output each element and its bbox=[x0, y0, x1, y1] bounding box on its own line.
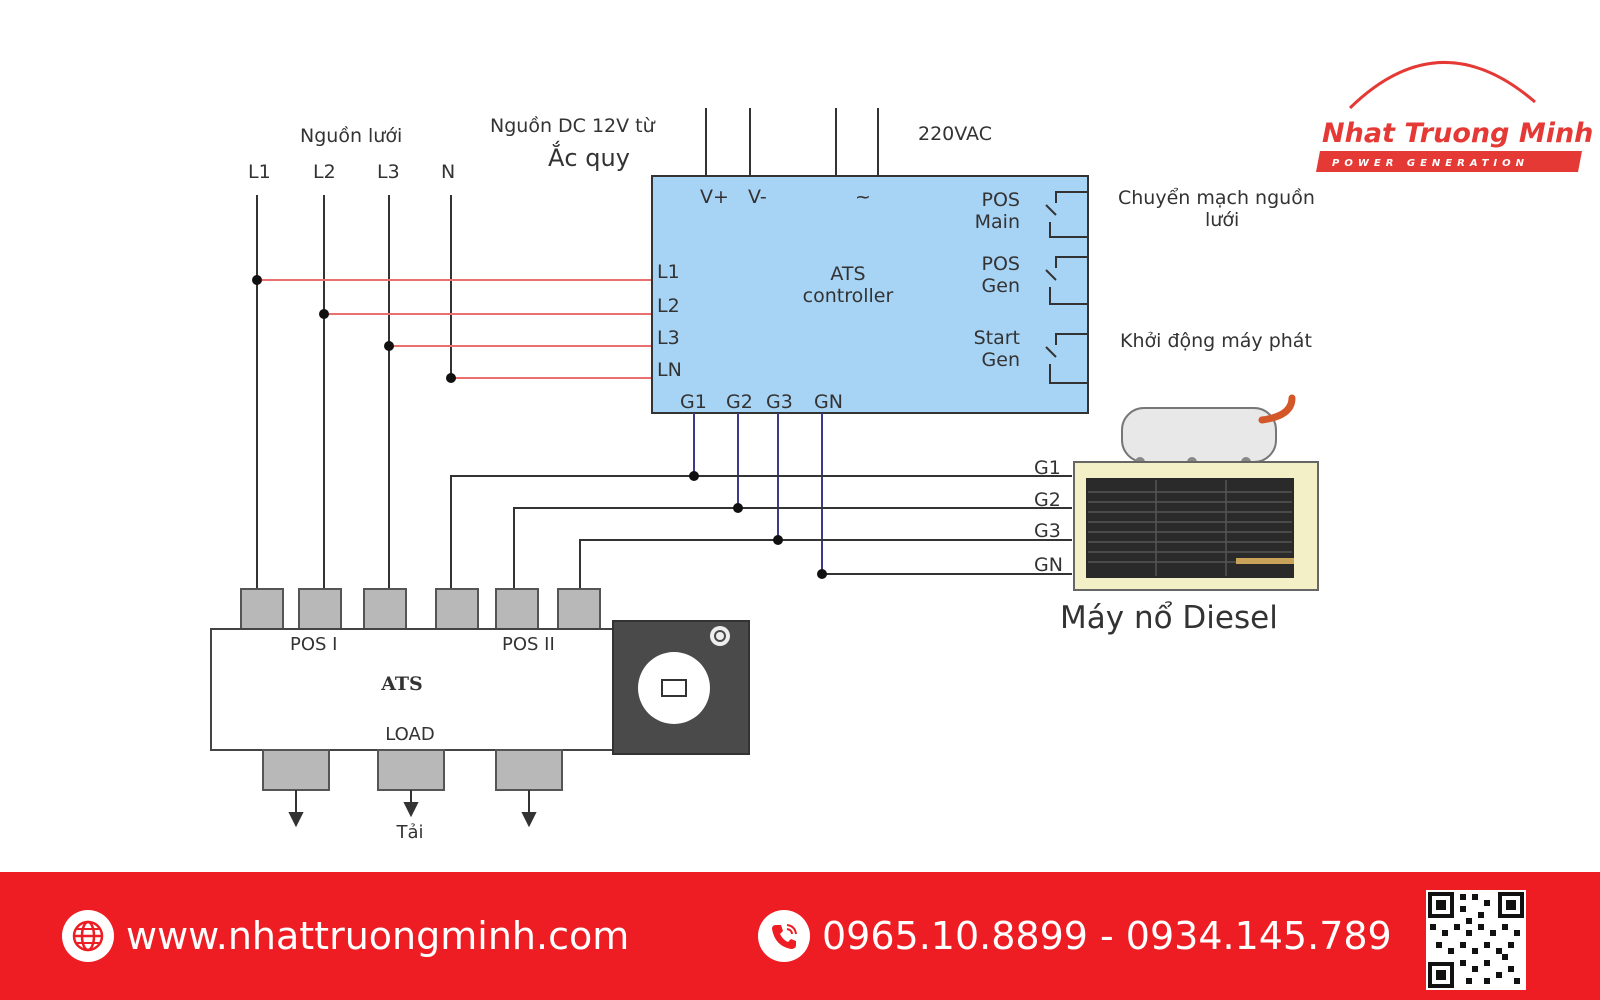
diesel-generator-illustration bbox=[1073, 394, 1319, 591]
ats-pos1-label: POS I bbox=[290, 634, 337, 655]
qr-code[interactable] bbox=[1426, 890, 1526, 990]
logo-name: Nhat Truong Minh bbox=[1322, 118, 1593, 149]
controller-terminal-g3: G3 bbox=[766, 391, 793, 413]
generator-caption: Máy nổ Diesel bbox=[1060, 600, 1278, 636]
phase-wires bbox=[257, 279, 652, 379]
ats-motor-operator bbox=[612, 620, 750, 755]
ac-source-label: 220VAC bbox=[918, 123, 992, 145]
contact-pos-gen-line1: POS bbox=[982, 253, 1020, 275]
grid-wires bbox=[256, 195, 452, 590]
ats-pos2-label: POS II bbox=[502, 634, 555, 655]
ats-load-label: LOAD bbox=[385, 724, 434, 745]
contact-footer: www.nhattruongminh.com 0965.10.8899 - 09… bbox=[0, 872, 1600, 1000]
controller-terminal-l2: L2 bbox=[657, 295, 680, 317]
ats-title: ATS bbox=[380, 673, 423, 695]
website-link[interactable]: www.nhattruongminh.com bbox=[62, 910, 629, 962]
contact-start-gen-line1: Start bbox=[974, 327, 1020, 349]
contact-pos-main-line1: POS bbox=[982, 189, 1020, 211]
ats-body bbox=[210, 628, 614, 751]
gen-terminal-g3: G3 bbox=[1034, 520, 1061, 542]
note-main-switch-line1: Chuyển mạch nguồn bbox=[1118, 187, 1315, 209]
gen-terminal-g2: G2 bbox=[1034, 489, 1061, 511]
dc-source-label: Nguồn DC 12V từ bbox=[490, 115, 656, 137]
load-arrows bbox=[288, 790, 537, 828]
ats-output-terminals bbox=[262, 749, 563, 791]
grid-phase-n: N bbox=[441, 161, 455, 183]
gen-control-wires bbox=[693, 413, 823, 574]
phone-icon bbox=[758, 910, 810, 962]
controller-terminal-vminus: V- bbox=[748, 186, 767, 208]
battery-label: Ắc quy bbox=[548, 140, 630, 172]
grid-source-title: Nguồn lưới bbox=[300, 125, 402, 147]
controller-terminal-l3: L3 bbox=[657, 327, 680, 349]
controller-subtitle: controller bbox=[803, 285, 894, 307]
ats-controller-box bbox=[651, 175, 1089, 414]
grid-phase-l2: L2 bbox=[313, 161, 336, 183]
gen-power-wires bbox=[450, 475, 1072, 590]
phone-link[interactable]: 0965.10.8899 - 0934.145.789 bbox=[758, 910, 1392, 962]
logo-tagline-bar bbox=[1316, 151, 1582, 172]
globe-icon bbox=[62, 910, 114, 962]
gen-terminal-gn: GN bbox=[1034, 554, 1063, 576]
controller-terminal-g2: G2 bbox=[726, 391, 753, 413]
gen-junctions bbox=[689, 471, 827, 579]
contact-pos-main-line2: Main bbox=[975, 211, 1020, 233]
relay-contacts bbox=[1045, 191, 1088, 384]
logo-swoosh bbox=[1348, 61, 1536, 110]
load-output-label: Tải bbox=[395, 822, 423, 843]
grid-phase-l3: L3 bbox=[377, 161, 400, 183]
controller-terminal-ac: ~ bbox=[855, 186, 871, 208]
phone-text: 0965.10.8899 - 0934.145.789 bbox=[822, 914, 1392, 958]
website-text: www.nhattruongminh.com bbox=[126, 914, 630, 958]
controller-title: ATS bbox=[830, 263, 865, 285]
wiring-diagram: Nhat Truong Minh POWER GENERATION Nguồn … bbox=[210, 61, 1593, 843]
contact-start-gen-line2: Gen bbox=[982, 349, 1020, 371]
note-main-switch-line2: lưới bbox=[1205, 209, 1239, 231]
controller-terminal-ln: LN bbox=[657, 359, 682, 381]
ats-input-terminals bbox=[240, 588, 601, 630]
phase-junctions bbox=[252, 275, 456, 383]
supply-wires bbox=[705, 108, 879, 176]
controller-terminal-gn: GN bbox=[814, 391, 843, 413]
qr-code-image bbox=[1428, 892, 1524, 988]
controller-terminal-l1: L1 bbox=[657, 261, 680, 283]
controller-terminal-g1: G1 bbox=[680, 391, 707, 413]
logo-tagline: POWER GENERATION bbox=[1332, 158, 1529, 169]
note-gen-start: Khởi động máy phát bbox=[1120, 330, 1312, 352]
brand-logo: Nhat Truong Minh POWER GENERATION bbox=[1316, 61, 1593, 172]
grid-phase-l1: L1 bbox=[248, 161, 271, 183]
controller-terminal-vplus: V+ bbox=[700, 186, 729, 208]
gen-terminal-g1: G1 bbox=[1034, 457, 1061, 479]
contact-pos-gen-line2: Gen bbox=[982, 275, 1020, 297]
